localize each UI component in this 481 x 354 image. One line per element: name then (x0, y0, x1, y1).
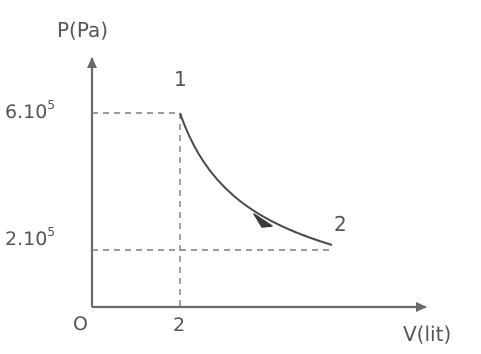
direction-arrow-icon (253, 213, 273, 228)
y-axis-label: P(Pa) (57, 18, 108, 42)
process-curve (179, 112, 333, 246)
origin-label: O (73, 313, 88, 335)
point-label-1: 1 (174, 67, 187, 91)
y-tick-label-low: 2.105 (5, 225, 55, 250)
x-axis-label: V(lit) (403, 322, 451, 346)
y-tick-label-high: 6.105 (5, 98, 55, 123)
point-label-2: 2 (334, 212, 347, 236)
x-tick-label: 2 (173, 314, 185, 336)
